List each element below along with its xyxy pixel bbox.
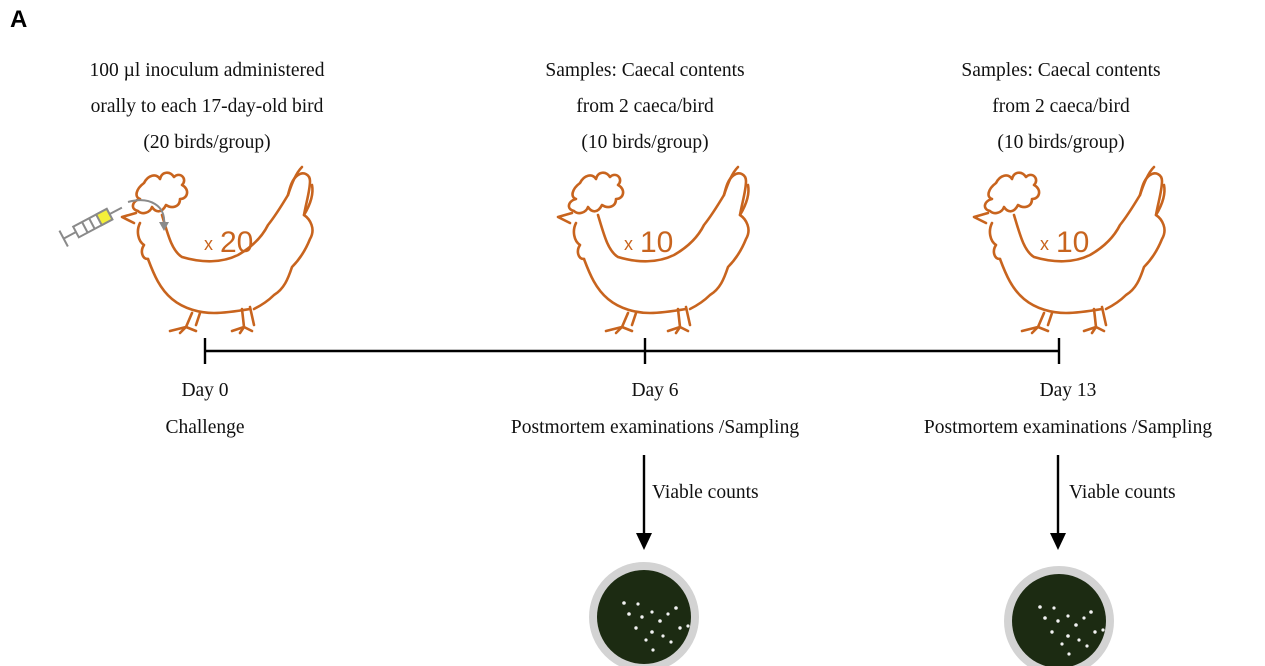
stage-1-result-label: Viable counts — [652, 482, 759, 503]
panel-label: A — [10, 6, 28, 33]
stage-2-count-value: 10 — [1056, 226, 1089, 259]
administration-arrow — [127, 199, 169, 231]
stage-0-count-prefix: x — [204, 234, 213, 254]
stage-0-day: Day 0 — [181, 380, 229, 401]
stage-2-day: Day 13 — [1039, 380, 1097, 401]
stage-0-count-value: 20 — [220, 226, 253, 259]
stage-2-event: Postmortem examinations /Sampling — [923, 417, 1213, 438]
stage-1-caption: Samples: Caecal contents from 2 caeca/bi… — [475, 53, 815, 161]
arrow-down-icon-day-13 — [1050, 455, 1066, 550]
petri-dish-icon-day-13 — [1004, 566, 1114, 666]
chicken-icon-0 — [120, 165, 314, 335]
stage-2-caption-line-1: Samples: Caecal contents — [961, 60, 1161, 81]
stage-2-count-prefix: x — [1040, 234, 1049, 254]
stage-2-result-label: Viable counts — [1069, 482, 1176, 503]
arrow-down-icon-day-6 — [636, 455, 652, 550]
stage-0-event: Challenge — [165, 417, 245, 438]
stage-0-caption-line-3: (20 birds/group) — [143, 132, 271, 153]
stage-1-event: Postmortem examinations /Sampling — [510, 417, 800, 438]
stage-2-caption: Samples: Caecal contents from 2 caeca/bi… — [891, 53, 1231, 161]
colonies-day-6 — [622, 601, 690, 652]
stage-2-caption-line-2: from 2 caeca/bird — [992, 96, 1130, 117]
stage-1-caption-line-2: from 2 caeca/bird — [576, 96, 714, 117]
colonies-day-13 — [1038, 605, 1105, 656]
stage-0-caption: 100 µl inoculum administered orally to e… — [37, 53, 377, 161]
stage-1-count-value: 10 — [640, 226, 673, 259]
stage-2-caption-line-3: (10 birds/group) — [997, 132, 1125, 153]
stage-1-count-prefix: x — [624, 234, 633, 254]
stage-1-caption-line-3: (10 birds/group) — [581, 132, 709, 153]
stage-1-caption-line-1: Samples: Caecal contents — [545, 60, 745, 81]
petri-dish-icon-day-6 — [589, 562, 699, 666]
stage-1-day: Day 6 — [631, 380, 679, 401]
timeline — [203, 338, 1061, 364]
stage-0-caption-line-2: orally to each 17-day-old bird — [90, 96, 324, 117]
syringe-icon — [58, 206, 123, 247]
stage-0-caption-line-1: 100 µl inoculum administered — [89, 60, 325, 81]
